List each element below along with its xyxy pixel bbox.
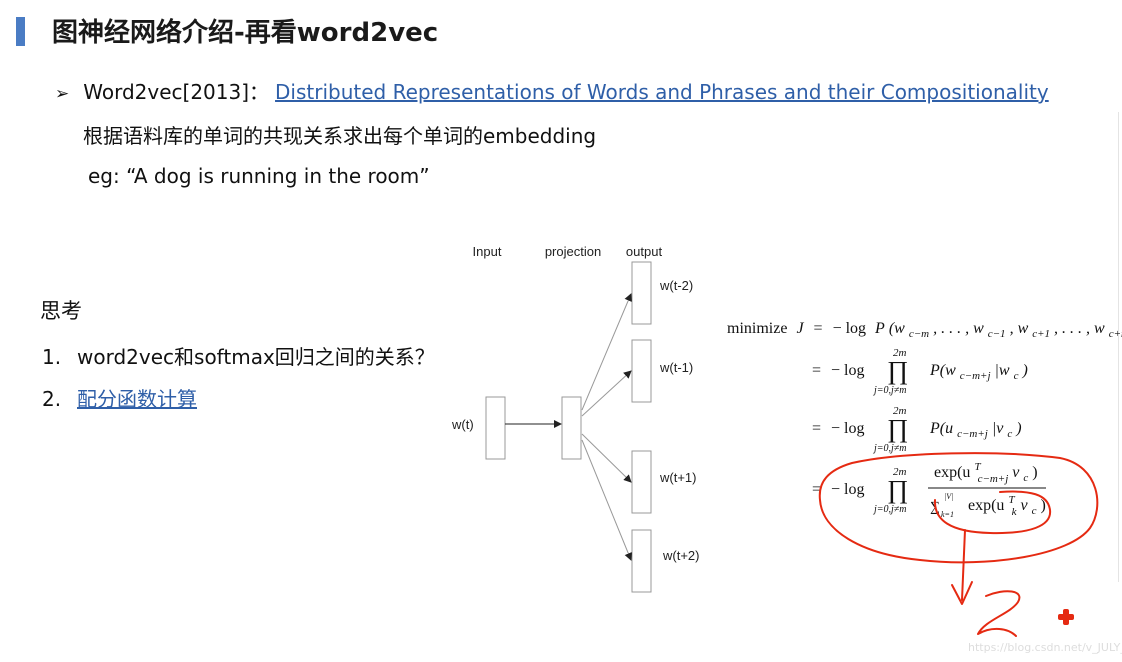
output-word-label-2: w(t-1)	[659, 360, 693, 375]
arrow-to-output-3	[581, 433, 632, 483]
equals-sign: =	[814, 320, 823, 337]
svg-text:∏: ∏	[887, 475, 908, 504]
arrow-to-output-1	[581, 293, 632, 411]
softmax-denominator: exp(u T k v c )	[968, 490, 1046, 519]
red-plus-icon	[1058, 609, 1074, 625]
svg-text:2m: 2m	[893, 466, 907, 478]
arrow-to-output-2	[581, 370, 632, 417]
output-box-1	[631, 261, 652, 325]
red-down-arrowhead	[951, 581, 973, 605]
svg-text:j=0,j≠m: j=0,j≠m	[872, 385, 907, 396]
input-word-label: w(t)	[451, 417, 474, 432]
svg-text:j=0,j≠m: j=0,j≠m	[872, 504, 907, 515]
product-symbol: ∏	[887, 356, 908, 385]
question-number: 1.	[42, 345, 62, 369]
output-header: output	[626, 244, 663, 259]
objective-formula: minimize J = − log P (w c−m , . . . , w …	[727, 320, 1122, 519]
input-box	[485, 396, 506, 460]
question-text: word2vec和softmax回归之间的关系？	[77, 345, 435, 369]
output-word-label-1: w(t-2)	[659, 278, 693, 293]
projection-header: projection	[545, 244, 601, 259]
projection-box	[561, 396, 582, 460]
question-1: 1. word2vec和softmax回归之间的关系？	[42, 341, 435, 370]
red-down-line	[961, 529, 966, 601]
red-handwritten-mark	[977, 590, 1021, 637]
description-line: 根据语料库的单词的共现关系求出每个单词的embedding	[83, 124, 597, 148]
right-divider	[1118, 112, 1119, 582]
example-line: eg: “A dog is running in the room”	[88, 164, 430, 188]
red-ellipse-annotation	[818, 452, 1099, 564]
svg-text:∏: ∏	[887, 414, 908, 443]
formula-row-4: = − log	[812, 481, 865, 498]
output-box-4	[631, 529, 652, 593]
think-heading: 思考	[40, 299, 82, 323]
arrow-bullet-icon: ➢	[55, 84, 70, 104]
formula-row-3: = − log	[812, 420, 865, 437]
svg-text:P(w c−m+j |w: P(w c−m+j |w c )	[929, 362, 1028, 383]
paper-link[interactable]: Distributed Representations of Words and…	[275, 80, 1049, 104]
softmax-numerator: exp(u T c−m+j v c )	[934, 457, 1038, 486]
svg-text:2m: 2m	[893, 347, 907, 359]
svg-text:|V|: |V|	[944, 492, 953, 501]
svg-text:P(u c−m+j |v: P(u c−m+j |v c )	[929, 420, 1022, 441]
output-box-3	[631, 450, 652, 514]
red-annotation	[818, 452, 1099, 637]
input-header: Input	[473, 244, 502, 259]
output-box-2	[631, 339, 652, 403]
question-2: 2. 配分函数计算	[42, 383, 197, 412]
svg-text:2m: 2m	[893, 405, 907, 417]
bullet-prefix: Word2vec[2013]：	[83, 80, 270, 104]
title-accent-bar	[16, 17, 25, 46]
svg-text:k=1: k=1	[941, 510, 954, 519]
output-word-label-4: w(t+2)	[662, 548, 699, 563]
formula-row-2: = − log	[812, 362, 865, 379]
neg-log: − log	[833, 320, 866, 337]
red-denominator-circle	[933, 490, 1052, 535]
objective-symbol: J	[796, 320, 804, 337]
svg-text:j=0,j≠m: j=0,j≠m	[872, 443, 907, 454]
output-word-label-3: w(t+1)	[659, 470, 696, 485]
minimize-word: minimize	[727, 320, 787, 337]
slide-title: 图神经网络介绍-再看word2vec	[52, 18, 439, 48]
question-number: 2.	[42, 387, 62, 411]
prob-symbol: P	[874, 320, 885, 337]
partition-function-link[interactable]: 配分函数计算	[77, 387, 197, 411]
arrow-to-output-4	[581, 439, 633, 561]
bullet-word2vec: ➢ Word2vec[2013]：Distributed Representati…	[55, 76, 1049, 105]
watermark: https://blog.csdn.net/v_JULY_v	[968, 641, 1122, 654]
formula-row-1: minimize J = − log P (w c−m , . . . , w …	[727, 320, 1122, 341]
